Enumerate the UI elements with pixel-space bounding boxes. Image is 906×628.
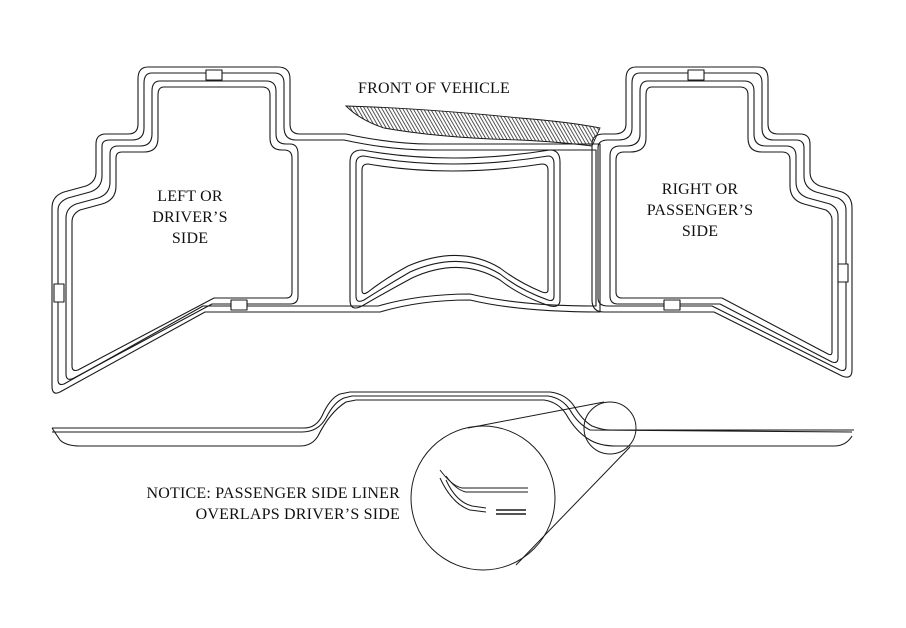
detail-magnified-circle: [411, 426, 555, 570]
front-of-vehicle-label: FRONT OF VEHICLE: [358, 80, 510, 97]
left-liner-tab-side: [54, 284, 64, 302]
right-side-label: RIGHT OR PASSENGER’S SIDE: [632, 179, 768, 242]
right-liner-tab-top: [688, 70, 704, 80]
center-hump-outer: [350, 150, 560, 308]
front-of-vehicle-arrow: [346, 106, 600, 146]
side-profile: [52, 392, 854, 446]
right-liner-outer-edge: [592, 67, 852, 377]
side-profile-second-edge: [52, 396, 852, 432]
right-liner-tab-bottom: [664, 300, 680, 310]
detail-connector-top: [468, 402, 604, 428]
side-profile-left-end: [52, 428, 60, 440]
left-liner-tab-top: [206, 70, 222, 80]
left-liner-outer-edge: [52, 67, 600, 393]
left-side-label-line-1: LEFT OR: [157, 188, 223, 205]
right-liner-tab-side: [838, 264, 848, 282]
detail-connector-bottom: [516, 447, 630, 565]
left-side-label-line-2: DRIVER’S: [152, 209, 228, 226]
left-liner: [52, 67, 600, 393]
detail-source-circle: [584, 402, 636, 454]
right-liner: [592, 67, 852, 377]
side-profile-bottom-edge: [60, 400, 852, 446]
side-profile-top-edge: [52, 392, 854, 430]
center-hump-mid: [356, 156, 554, 301]
left-liner-inner-floor: [72, 87, 292, 371]
detail-lower-liner: [440, 478, 486, 512]
detail-lower-liner-inner: [446, 480, 486, 508]
notice-label: NOTICE: PASSENGER SIDE LINER OVERLAPS DR…: [100, 483, 400, 525]
detail-callout: [411, 402, 636, 570]
right-side-label-line-3: SIDE: [681, 223, 719, 240]
left-side-label: LEFT OR DRIVER’S SIDE: [128, 186, 252, 249]
center-hump-inner: [362, 164, 548, 294]
right-liner-inner-wall: [610, 81, 838, 363]
left-liner-inner-wall: [66, 81, 298, 379]
center-hump: [350, 150, 560, 308]
left-side-label-line-3: SIDE: [171, 230, 209, 247]
right-side-label-line-2: PASSENGER’S: [646, 202, 754, 219]
left-liner-mid-edge: [58, 73, 596, 385]
notice-label-line-2: OVERLAPS DRIVER’S SIDE: [195, 506, 400, 523]
notice-label-line-1: NOTICE: PASSENGER SIDE LINER: [146, 485, 400, 502]
left-liner-tab-bottom: [231, 300, 247, 310]
right-liner-inner-floor: [616, 87, 832, 355]
right-liner-mid-edge: [598, 73, 846, 371]
detail-upper-liner-inner: [446, 476, 528, 492]
right-side-label-line-1: RIGHT OR: [661, 181, 739, 198]
